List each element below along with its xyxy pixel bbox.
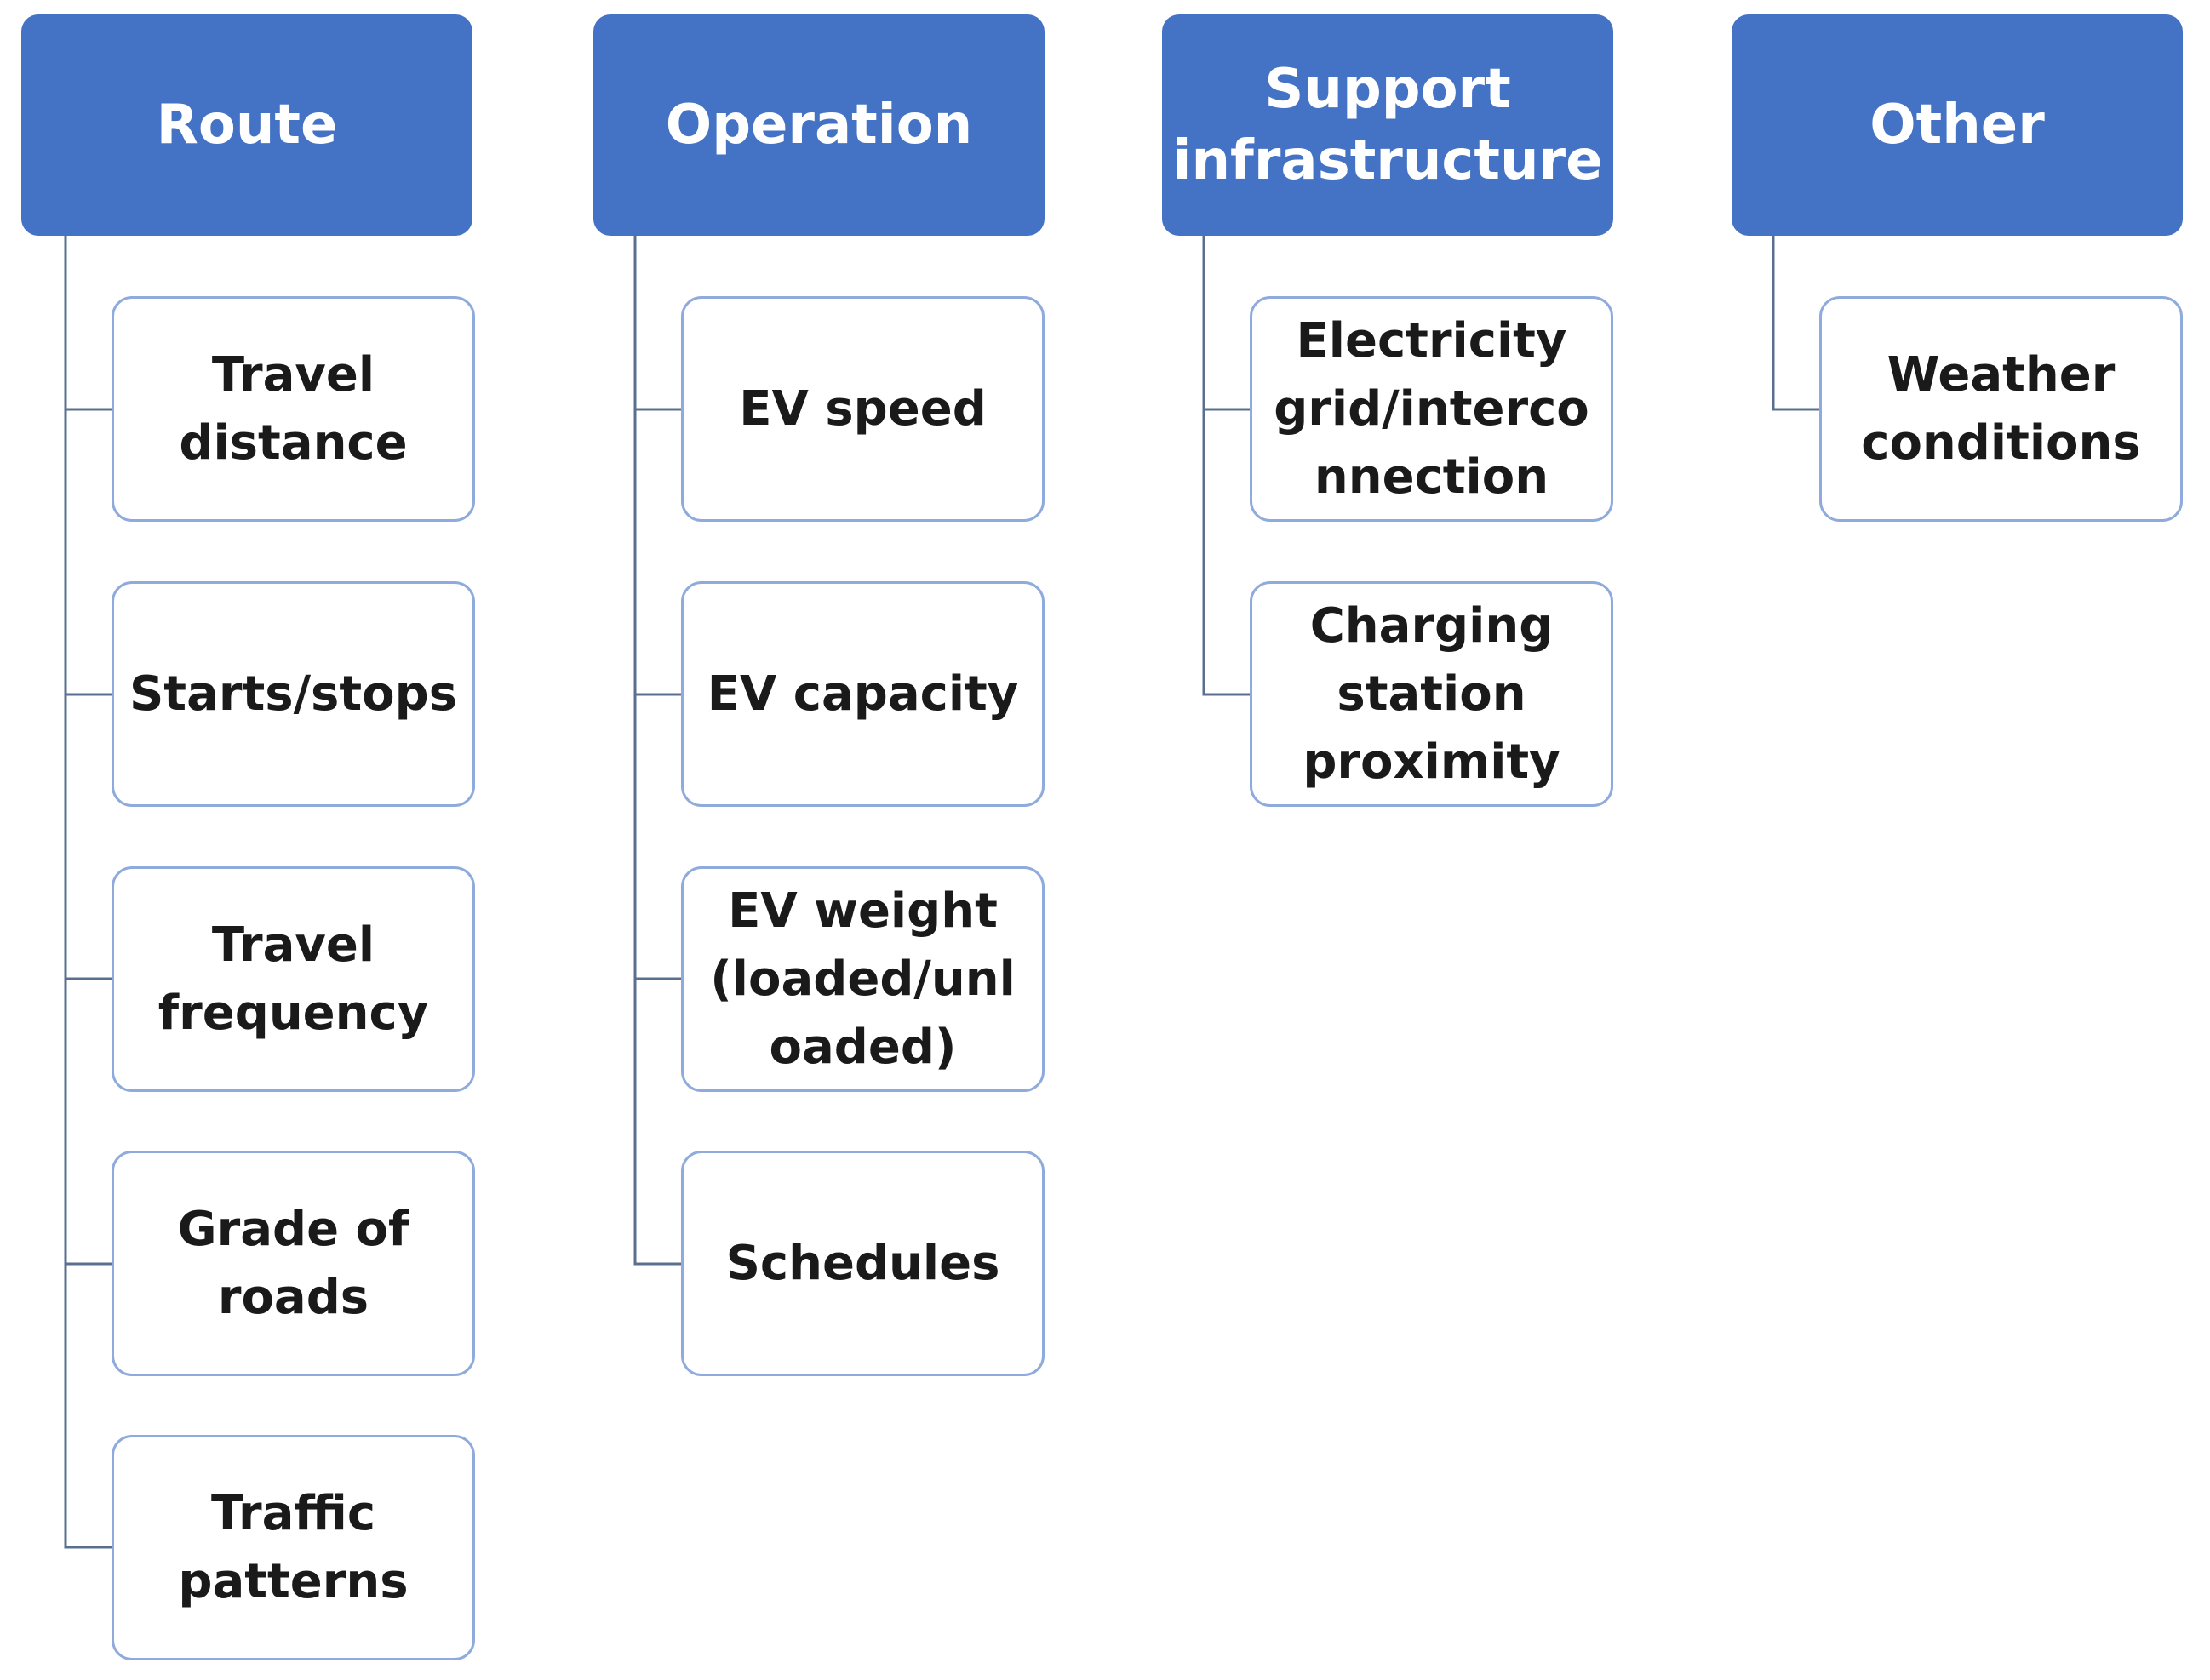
node-ev-weight: EV weight (loaded/unl oaded) — [681, 866, 1045, 1092]
connector-route-starts-stops — [64, 409, 112, 696]
node-charging-station-proximity: Charging station proximity — [1250, 581, 1613, 807]
node-travel-distance-label: Travel distance — [179, 346, 408, 471]
node-charging-station-proximity-label: Charging station proximity — [1303, 597, 1560, 790]
connector-support-charging-station — [1202, 409, 1250, 696]
node-travel-frequency-label: Travel frequency — [157, 917, 429, 1041]
connector-support-electricity-grid — [1202, 236, 1250, 411]
node-weather-conditions: Weather conditions — [1819, 296, 2183, 522]
header-support-infrastructure: Support infrastructure — [1162, 14, 1613, 236]
header-other-label: Other — [1869, 94, 2045, 157]
node-travel-frequency: Travel frequency — [112, 866, 475, 1092]
node-grade-of-roads: Grade of roads — [112, 1151, 475, 1376]
node-traffic-patterns-label: Traffic patterns — [178, 1485, 409, 1609]
node-starts-stops-label: Starts/stops — [129, 666, 458, 722]
connector-operation-schedules — [633, 979, 681, 1266]
node-schedules: Schedules — [681, 1151, 1045, 1376]
node-traffic-patterns: Traffic patterns — [112, 1435, 475, 1660]
node-grade-of-roads-label: Grade of roads — [177, 1201, 409, 1325]
connector-route-travel-distance — [64, 236, 112, 411]
node-starts-stops: Starts/stops — [112, 581, 475, 807]
node-ev-weight-label: EV weight (loaded/unl oaded) — [710, 883, 1016, 1075]
connector-operation-ev-capacity — [633, 409, 681, 696]
node-ev-capacity-label: EV capacity — [707, 666, 1019, 722]
header-support-infrastructure-label: Support infrastructure — [1172, 58, 1603, 192]
header-route-label: Route — [156, 94, 338, 157]
node-schedules-label: Schedules — [725, 1235, 1000, 1291]
node-weather-conditions-label: Weather conditions — [1861, 346, 2141, 471]
connector-route-traffic-patterns — [64, 1264, 112, 1549]
header-operation-label: Operation — [665, 94, 973, 157]
node-travel-distance: Travel distance — [112, 296, 475, 522]
connector-other-weather — [1772, 236, 1819, 411]
node-electricity-grid-label: Electricity grid/interco nnection — [1274, 312, 1589, 505]
node-electricity-grid: Electricity grid/interco nnection — [1250, 296, 1613, 522]
node-ev-speed-label: EV speed — [739, 380, 987, 437]
header-route: Route — [21, 14, 472, 236]
header-other: Other — [1732, 14, 2183, 236]
connector-operation-ev-weight — [633, 694, 681, 980]
node-ev-capacity: EV capacity — [681, 581, 1045, 807]
connector-route-grade-of-roads — [64, 979, 112, 1266]
connector-route-travel-frequency — [64, 694, 112, 980]
header-operation: Operation — [593, 14, 1045, 236]
node-ev-speed: EV speed — [681, 296, 1045, 522]
connector-operation-ev-speed — [633, 236, 681, 411]
